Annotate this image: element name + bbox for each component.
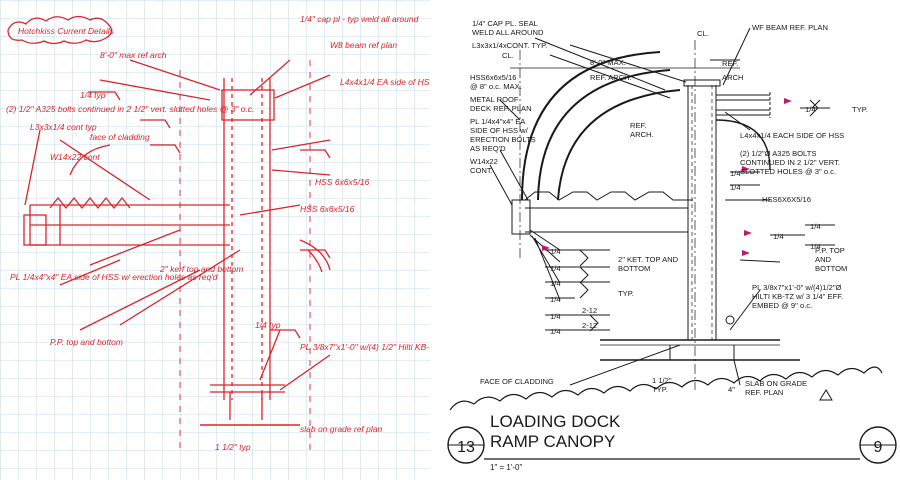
- label-ref-arch-2b: ARCH.: [630, 130, 654, 139]
- detail-scale: 1" = 1'-0": [490, 463, 522, 472]
- label-weld-212-a: 2-12: [582, 306, 597, 315]
- label-angle: L3x3x1/4xCONT. TYP.: [472, 41, 547, 50]
- field-weld-flags: [542, 98, 792, 256]
- label-hss-2: HSS6X6X5/16: [762, 195, 811, 204]
- sketch-note-kerf: 2" kerf top and bottom: [159, 264, 243, 274]
- hand-sketch-drawing: Hotchkiss Current Details 1/4" cap pl - …: [0, 0, 430, 480]
- sketch-note-dim: 1 1/2" typ: [215, 442, 251, 452]
- label-roof-2: DECK REF. PLAN: [470, 104, 532, 113]
- label-dim-4: 4": [728, 385, 735, 394]
- label-bolts-2: CONTINUED IN 2 1/2" VERT.: [740, 158, 840, 167]
- weld-size-11: 1/4: [810, 222, 821, 231]
- label-kerf-1: 2" KET. TOP AND: [618, 255, 679, 264]
- label-hss-1b: @ 8" o.c. MAX.: [470, 82, 522, 91]
- cad-linework: [447, 27, 897, 464]
- sketch-note-weld-b: 1/4 typ: [255, 320, 281, 330]
- sketch-note-plate: PL 1/4x4"x4" EA side of HSS w/ erection …: [10, 272, 218, 282]
- sketch-title: Hotchkiss Current Details: [18, 26, 115, 36]
- sketch-note-w-beam: W8 beam ref plan: [330, 40, 397, 50]
- weld-size-1: 1/4: [730, 169, 741, 178]
- label-pl-1: PL 1/4x4"x4" EA: [470, 117, 526, 126]
- sketch-note-base-plate: PL 3/8x7"x1'-0" w/(4) 1/2" Hilti KB-TZ w…: [300, 342, 430, 352]
- sketch-note-w14: W14x22 cont: [50, 152, 100, 162]
- label-weld: WELD ALL AROUND: [472, 28, 544, 37]
- label-arch: ARCH: [722, 73, 744, 82]
- label-hss-1: HSS6x6x5/16: [470, 73, 516, 82]
- label-max: 8'-0" MAX.: [590, 58, 626, 67]
- label-ref-arch: REF. ARCH.: [590, 73, 632, 82]
- label-face: FACE OF CLADDING: [480, 377, 554, 386]
- title-cloud: [7, 15, 113, 45]
- label-slab-1: SLAB ON GRADE: [745, 379, 807, 388]
- graph-paper-grid: [0, 0, 430, 480]
- label-roof-1: METAL ROOF: [470, 95, 519, 104]
- label-typ-3b: TYP.: [652, 385, 668, 394]
- label-typ: TYP.: [852, 105, 868, 114]
- weld-size-9: 1/4: [550, 327, 561, 336]
- label-slab-2: REF. PLAN: [745, 388, 783, 397]
- label-bolts-3: SLOTTED HOLES @ 3" o.c.: [740, 167, 836, 176]
- weld-size-7: 1/4: [550, 295, 561, 304]
- detail-title-line-2: RAMP CANOPY: [490, 432, 615, 451]
- label-cl-top: CL.: [697, 29, 709, 38]
- label-pl-4: AS REQ'D: [470, 144, 506, 153]
- label-w14-a: W14x22: [470, 157, 498, 166]
- label-pl-5: PL 3/8x7"x1'-0" w/(4)1/2"Ø: [752, 283, 842, 292]
- sketch-note-cladding: face of cladding: [90, 132, 150, 142]
- sketch-note-pp: P.P. top and bottom: [50, 337, 123, 347]
- sketch-note-hss-a: HSS 6x6x5/16: [315, 177, 370, 187]
- weld-size-4: 1/4: [550, 247, 561, 256]
- weld-size-3: 1/4: [805, 105, 816, 114]
- weld-size-2: 1/4: [730, 183, 741, 192]
- label-pl-2: SIDE OF HSS w/: [470, 126, 529, 135]
- weld-size-8: 1/4: [550, 312, 561, 321]
- hand-sketch-panel: Hotchkiss Current Details 1/4" cap pl - …: [0, 0, 430, 480]
- panel-divider: [430, 0, 440, 480]
- sketch-note-l3: L3x3x1/4 cont typ: [30, 122, 97, 132]
- weld-size-6: 1/4: [550, 279, 561, 288]
- cad-annotations: 1/4" CAP PL. SEAL WELD ALL AROUND L3x3x1…: [470, 19, 868, 397]
- label-l4: L4x4x1/4 EACH SIDE OF HSS: [740, 131, 844, 140]
- sketch-note-angle: L4x4x1/4 EA side of HSS: [340, 77, 430, 87]
- label-bolts-1: (2) 1/2"Ø A325 BOLTS: [740, 149, 816, 158]
- sketch-note-slab: slab on grade ref plan: [300, 424, 382, 434]
- weld-size-12: 1/4: [810, 242, 821, 251]
- label-kerf-2: BOTTOM: [618, 264, 650, 273]
- label-ref-arch-2a: REF.: [630, 121, 646, 130]
- label-pl-6: HILTI KB-TZ w/ 3 1/4" EFF.: [752, 292, 843, 301]
- label-weld-212-b: 2-12: [582, 321, 597, 330]
- sheet-number: 9: [874, 439, 883, 456]
- label-typ-2: TYP.: [618, 289, 634, 298]
- weld-size-5: 1/4: [550, 264, 561, 273]
- label-pl-3: ERECTION BOLTS: [470, 135, 536, 144]
- label-pl-7: EMBED @ 9" o.c.: [752, 301, 812, 310]
- label-typ-3a: 1 1/2": [652, 376, 672, 385]
- sketch-note-bolts: (2) 1/2" A325 bolts continued in 2 1/2" …: [6, 104, 254, 114]
- label-w14-b: CONT.: [470, 166, 493, 175]
- label-wf: WF BEAM REF. PLAN: [752, 23, 828, 32]
- sketch-note-typ-weld: 1/4 typ: [80, 90, 106, 100]
- label-cap: 1/4" CAP PL. SEAL: [472, 19, 538, 28]
- label-pp-3: BOTTOM: [815, 264, 847, 273]
- weld-size-10: 1/4: [773, 232, 784, 241]
- sketch-note-hss-b: HSS 6x6x5/16: [300, 204, 355, 214]
- cad-drawing-panel: 1/4" CAP PL. SEAL WELD ALL AROUND L3x3x1…: [440, 0, 900, 480]
- cad-drawing: 1/4" CAP PL. SEAL WELD ALL AROUND L3x3x1…: [447, 19, 897, 472]
- detail-title-line-1: LOADING DOCK: [490, 412, 621, 431]
- sketch-note-cap-plate: 1/4" cap pl - typ weld all around: [300, 14, 419, 24]
- label-cl-left: CL.: [502, 51, 514, 60]
- sketch-linework: [7, 15, 331, 450]
- label-ref: REF.: [722, 59, 738, 68]
- label-pp-1: P.P. TOP: [815, 246, 845, 255]
- sketch-note-max: 8'-0" max ref arch: [100, 50, 167, 60]
- detail-number: 13: [457, 439, 475, 456]
- label-pp-2: AND: [815, 255, 832, 264]
